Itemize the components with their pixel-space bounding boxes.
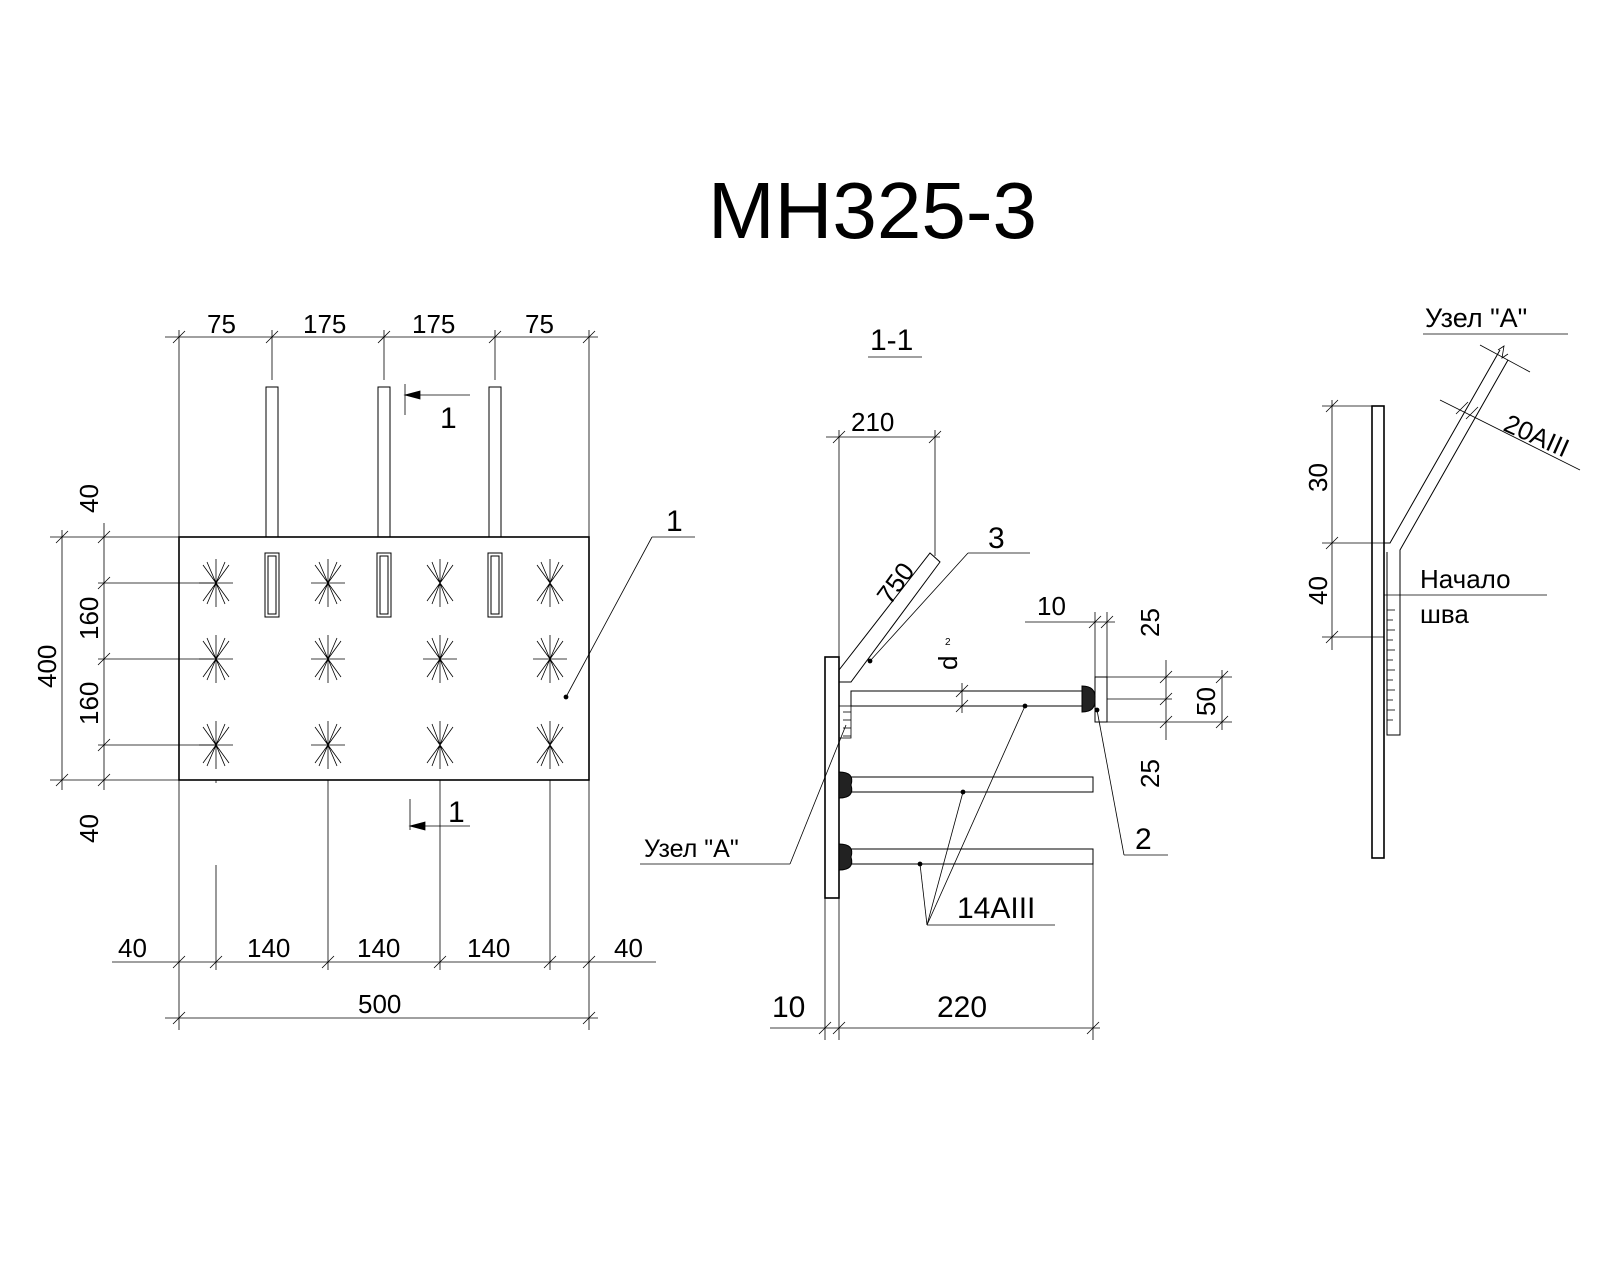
section-mark-bottom: 1 [448,796,465,829]
d-dim-lines [955,683,969,713]
top-dim-1: 75 [207,309,236,339]
dim-210-lines [826,430,942,660]
node-plate [1371,405,1385,859]
d-label: d [933,656,963,670]
section-dim-220: 220 [937,991,987,1024]
dim-25-top: 25 [1135,608,1165,637]
bottom-dimension-chain [112,780,656,1030]
left-dimension-chain [50,523,216,790]
plan-view: 75 175 175 75 1 1 1 [32,309,695,1030]
top-dim-2: 175 [303,309,346,339]
bottom-dim-4: 140 [467,933,510,963]
top-dim-4: 75 [525,309,554,339]
left-dim-top: 40 [74,484,104,513]
dim-50: 50 [1191,687,1221,716]
section-plate [824,656,840,899]
end-washer [1094,676,1108,723]
rebar-bottom [850,848,1094,865]
top-dimension-chain [165,330,598,537]
right-dim-lines [1107,660,1232,740]
node-rebar-label: 20АIII [1500,408,1574,463]
dim-10-top-lines [1025,612,1115,677]
bottom-dim-5: 40 [614,933,643,963]
rebar-markers [199,559,567,769]
weld-start-line1: Начало [1420,564,1511,594]
node-bent-bar [1384,349,1509,736]
overall-width: 500 [358,989,401,1019]
anchor-bar-3 [488,386,502,538]
break-line [1479,344,1531,373]
node-rebar-dim [1439,399,1581,471]
weld-top-end [1081,685,1096,713]
section-bottom-dim-lines [770,864,1100,1040]
leader-1 [563,536,695,700]
anchor-bar-2 [377,386,391,538]
dim-10-top: 10 [1037,591,1066,621]
node-a-label: Узел "А" [644,835,739,863]
node-a-detail: Узел "А" [1303,303,1581,859]
node-leader [640,724,847,865]
node-left-dim-lines [1322,399,1384,650]
section-dim-10: 10 [772,991,805,1024]
bottom-dim-1: 40 [118,933,147,963]
node-title: Узел "А" [1425,303,1527,333]
embed-plate [178,536,590,781]
leader-callout-1: 1 [666,505,683,538]
section-cut-top [403,384,470,415]
left-dim-160-a: 160 [74,597,104,640]
bottom-dim-2: 140 [247,933,290,963]
callout-2: 2 [1135,823,1152,856]
weld-start-line2: шва [1420,599,1469,629]
dim-25-bottom: 25 [1135,759,1165,788]
node-dim-30: 30 [1303,463,1333,492]
bottom-dim-3: 140 [357,933,400,963]
leader-2 [1094,707,1168,856]
overall-height: 400 [32,645,62,688]
dim-210: 210 [851,407,894,437]
dim-750: 750 [871,557,921,610]
section-mark-top: 1 [440,402,457,435]
weld-bottom [838,843,853,871]
node-weld-ticks [1387,609,1395,721]
rebar-label-14aiii: 14АIII [957,892,1035,925]
section-title: 1-1 [870,324,913,357]
d-sub: 2 [945,637,951,648]
left-dim-160-b: 160 [74,682,104,725]
drawing-title: МН325-3 [708,166,1037,255]
section-view: 1-1 210 75 [640,324,1232,1040]
callout-3: 3 [988,522,1005,555]
top-dim-3: 175 [412,309,455,339]
left-dim-bottom: 40 [74,814,104,843]
inclined-anchor [838,552,941,683]
leader-3 [867,552,1030,664]
rebar-middle [850,776,1094,793]
rebar-top [850,690,1083,707]
rebar-leaders [917,703,1055,926]
anchor-bar-1 [265,386,279,538]
inclined-weld [838,705,852,739]
weld-marks [264,552,503,618]
node-dim-40: 40 [1303,576,1333,605]
weld-middle [838,771,853,799]
